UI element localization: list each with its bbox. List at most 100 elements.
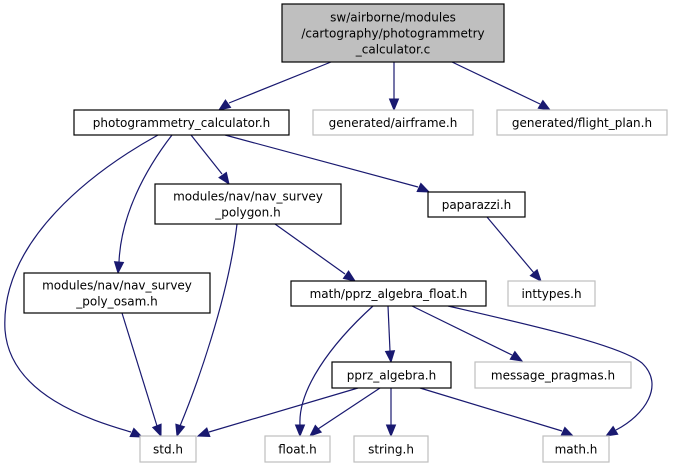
edge-nav_survey_polygon_h-to-pprz_algebra_float_h: [274, 223, 357, 282]
node-label: generated/airframe.h: [329, 116, 458, 130]
edge-line: [411, 305, 513, 356]
arrowhead-icon: [129, 427, 144, 438]
node-label: /cartography/photogrammetry: [301, 27, 484, 41]
node-label: _poly_osam.h: [75, 295, 157, 309]
edge-photogrammetry_calculator_h-to-nav_survey_poly_osam_h: [113, 134, 173, 275]
arrowhead-icon: [529, 268, 542, 282]
arrowhead-icon: [385, 424, 397, 438]
node-generated-flight-plan-h: generated/flight_plan.h: [496, 109, 668, 136]
node-box[interactable]: [154, 183, 342, 225]
edge-nav_survey_polygon_h-to-std_h: [175, 223, 238, 438]
edge-pprz_algebra_h-to-math_h: [419, 387, 575, 437]
arrowhead-icon: [218, 171, 230, 186]
edges-layer: [4, 61, 653, 438]
edge-line: [228, 61, 332, 104]
node-box[interactable]: [427, 191, 526, 218]
node-box[interactable]: [331, 361, 452, 389]
node-label: pprz_algebra.h: [347, 369, 436, 383]
node-nav-survey-poly-osam-h[interactable]: modules/nav/nav_survey _poly_osam.h: [23, 272, 211, 314]
node-label: generated/flight_plan.h: [512, 116, 652, 130]
node-pprz-algebra-h[interactable]: pprz_algebra.h: [331, 361, 452, 389]
edge-line: [299, 305, 374, 426]
edge-pprz_algebra_h-to-string_h: [385, 388, 397, 438]
edge-root-to-photogrammetry_calculator_h: [217, 61, 332, 111]
node-string-h: string.h: [353, 435, 429, 463]
node-label: std.h: [153, 443, 183, 457]
edge-line: [4, 134, 159, 433]
node-box: [353, 435, 429, 463]
edge-line: [274, 223, 346, 275]
edge-pprz_algebra_h-to-std_h: [196, 387, 359, 437]
edge-line: [419, 387, 563, 432]
node-label: modules/nav/nav_survey: [42, 279, 192, 293]
edge-root-to-generated_airframe_h: [388, 62, 400, 112]
node-label: _calculator.c: [355, 43, 430, 57]
node-box: [264, 435, 331, 463]
edge-paparazzi_h-to-inttypes_h: [486, 216, 542, 282]
arrowhead-icon: [509, 350, 524, 362]
node-pprz-algebra-float-h[interactable]: math/pprz_algebra_float.h: [290, 280, 487, 307]
edge-line: [387, 305, 391, 352]
edge-pprz_algebra_float_h-to-float_h: [294, 305, 374, 438]
edge-photogrammetry_calculator_h-to-std_h: [4, 134, 159, 438]
node-box: [507, 280, 596, 307]
arrowhead-icon: [151, 423, 162, 438]
arrowhead-icon: [294, 424, 306, 438]
arrowhead-icon: [560, 426, 575, 437]
node-label: paparazzi.h: [442, 198, 512, 212]
edge-line: [317, 387, 381, 430]
node-label: photogrammetry_calculator.h: [93, 116, 271, 130]
edge-nav_survey_poly_osam_h-to-std_h: [121, 312, 162, 438]
node-box: [496, 109, 668, 136]
node-label: sw/airborne/modules: [330, 11, 456, 25]
edge-line: [121, 312, 158, 427]
node-math-h: math.h: [542, 435, 610, 463]
node-label: math/pprz_algebra_float.h: [310, 287, 468, 301]
arrowhead-icon: [196, 427, 211, 437]
node-box[interactable]: [73, 109, 290, 136]
node-box[interactable]: [290, 280, 487, 307]
edge-line: [208, 387, 359, 433]
edge-line: [179, 223, 238, 427]
node-float-h: float.h: [264, 435, 331, 463]
arrowhead-icon: [113, 261, 125, 275]
arrowhead-icon: [416, 182, 431, 193]
edge-line: [190, 134, 223, 175]
node-label: modules/nav/nav_survey: [173, 190, 323, 204]
node-photogrammetry-calculator-h[interactable]: photogrammetry_calculator.h: [73, 109, 290, 136]
edge-pprz_algebra_float_h-to-math_h: [447, 305, 653, 437]
nodes-layer: sw/airborne/modules/cartography/photogra…: [23, 3, 668, 463]
node-box[interactable]: [281, 3, 505, 63]
node-paparazzi-h[interactable]: paparazzi.h: [427, 191, 526, 218]
node-nav-survey-polygon-h[interactable]: modules/nav/nav_survey_polygon.h: [154, 183, 342, 225]
edge-photogrammetry_calculator_h-to-paparazzi_h: [224, 134, 431, 193]
node-box[interactable]: [23, 272, 211, 314]
node-label: inttypes.h: [521, 287, 581, 301]
node-box: [474, 361, 632, 389]
node-root[interactable]: sw/airborne/modules/cartography/photogra…: [281, 3, 505, 63]
arrowhead-icon: [342, 270, 357, 282]
arrowhead-icon: [217, 99, 232, 111]
node-box: [139, 435, 197, 463]
node-label: string.h: [368, 443, 414, 457]
edge-line: [118, 134, 173, 263]
node-box: [542, 435, 610, 463]
edge-photogrammetry_calculator_h-to-nav_survey_polygon_h: [190, 134, 230, 186]
node-label: message_pragmas.h: [491, 369, 615, 383]
node-generated-airframe-h: generated/airframe.h: [312, 109, 474, 136]
node-std-h: std.h: [139, 435, 197, 463]
arrowhead-icon: [384, 350, 396, 364]
node-label: float.h: [278, 443, 316, 457]
edge-root-to-generated_flight_plan_h: [451, 61, 552, 111]
arrowhead-icon: [537, 99, 552, 111]
edge-pprz_algebra_float_h-to-pprz_algebra_h: [384, 305, 396, 364]
node-label: math.h: [555, 443, 598, 457]
edge-pprz_algebra_float_h-to-message_pragmas_h: [411, 305, 524, 362]
node-message-pragmas-h: message_pragmas.h: [474, 361, 632, 389]
edge-pprz_algebra_h-to-float_h: [309, 387, 381, 437]
arrowhead-icon: [604, 425, 619, 437]
arrowhead-icon: [309, 424, 323, 437]
edge-line: [224, 134, 419, 188]
arrowhead-icon: [388, 98, 400, 112]
